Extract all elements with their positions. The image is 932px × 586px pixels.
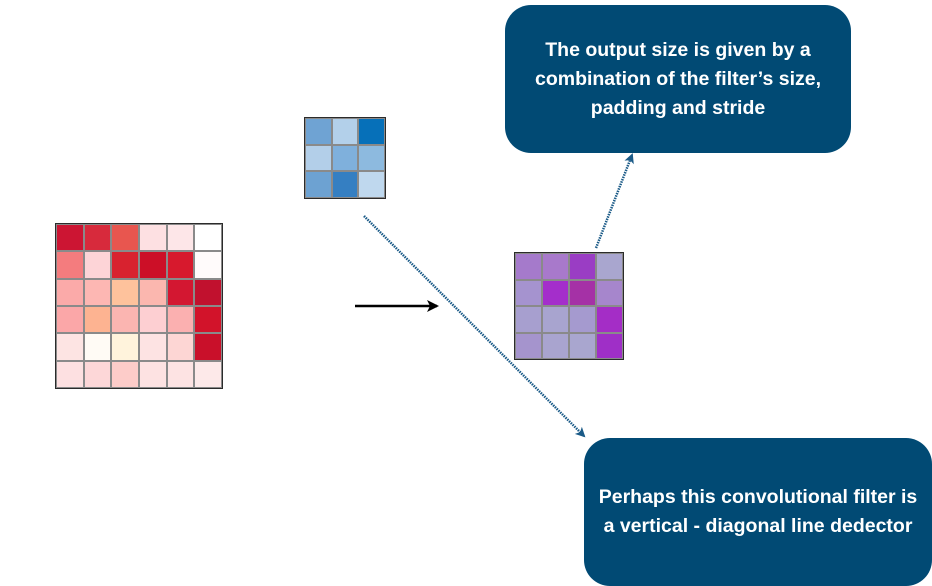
output-size-callout-text: The output size is given by a combinatio… <box>534 38 822 119</box>
grid-cell <box>138 278 167 306</box>
grid-cell <box>194 360 222 388</box>
grid-cell <box>331 171 359 198</box>
grid-cell <box>596 253 623 280</box>
grid-cell <box>111 333 139 361</box>
grid-cell <box>305 144 332 172</box>
grid-cell <box>166 360 195 388</box>
grid-cell <box>358 144 385 172</box>
output-size-callout: The output size is given by a combinatio… <box>505 5 851 153</box>
grid-cell <box>515 306 542 333</box>
grid-cell <box>166 333 195 361</box>
grid-cell <box>83 278 112 306</box>
grid-cell <box>542 306 569 333</box>
grid-cell <box>83 251 112 279</box>
grid-cell <box>515 332 542 359</box>
grid-cell <box>542 279 569 306</box>
grid-cell <box>515 279 542 306</box>
grid-cell <box>515 253 542 280</box>
grid-cell <box>56 278 84 306</box>
grid-cell <box>166 251 195 279</box>
grid-cell <box>194 251 222 279</box>
grid-cell <box>138 306 167 334</box>
grid-cell <box>194 333 222 361</box>
grid-cell <box>56 333 84 361</box>
grid-cell <box>111 360 139 388</box>
filter-interpretation-callout: Perhaps this convolutional filter is a v… <box>584 438 932 586</box>
grid-cell <box>596 332 623 359</box>
grid-cell <box>331 144 359 172</box>
grid-cell <box>83 306 112 334</box>
input-image-grid <box>55 223 223 389</box>
grid-cell <box>166 306 195 334</box>
grid-cell <box>166 278 195 306</box>
grid-cell <box>138 333 167 361</box>
grid-cell <box>542 253 569 280</box>
grid-cell <box>305 118 332 145</box>
grid-cell <box>194 278 222 306</box>
output-to-callout-arrow <box>594 153 634 249</box>
grid-cell <box>166 224 195 252</box>
grid-cell <box>569 306 596 333</box>
grid-cell <box>194 224 222 252</box>
grid-cell <box>138 224 167 252</box>
grid-cell <box>111 306 139 334</box>
grid-cell <box>542 332 569 359</box>
grid-cell <box>138 251 167 279</box>
grid-cell <box>596 306 623 333</box>
grid-cell <box>56 306 84 334</box>
grid-cell <box>331 118 359 145</box>
grid-cell <box>56 360 84 388</box>
grid-cell <box>194 306 222 334</box>
grid-cell <box>111 251 139 279</box>
output-feature-map-grid <box>514 252 624 360</box>
grid-cell <box>56 251 84 279</box>
grid-cell <box>596 279 623 306</box>
convolution-filter-grid <box>304 117 386 199</box>
grid-cell <box>138 360 167 388</box>
grid-cell <box>83 360 112 388</box>
grid-cell <box>111 224 139 252</box>
grid-cell <box>569 253 596 280</box>
grid-cell <box>358 171 385 198</box>
grid-cell <box>569 332 596 359</box>
grid-cell <box>56 224 84 252</box>
grid-cell <box>83 333 112 361</box>
filter-interpretation-callout-text: Perhaps this convolutional filter is a v… <box>598 486 918 537</box>
grid-cell <box>358 118 385 145</box>
grid-cell <box>569 279 596 306</box>
grid-cell <box>83 224 112 252</box>
grid-cell <box>305 171 332 198</box>
grid-cell <box>111 278 139 306</box>
